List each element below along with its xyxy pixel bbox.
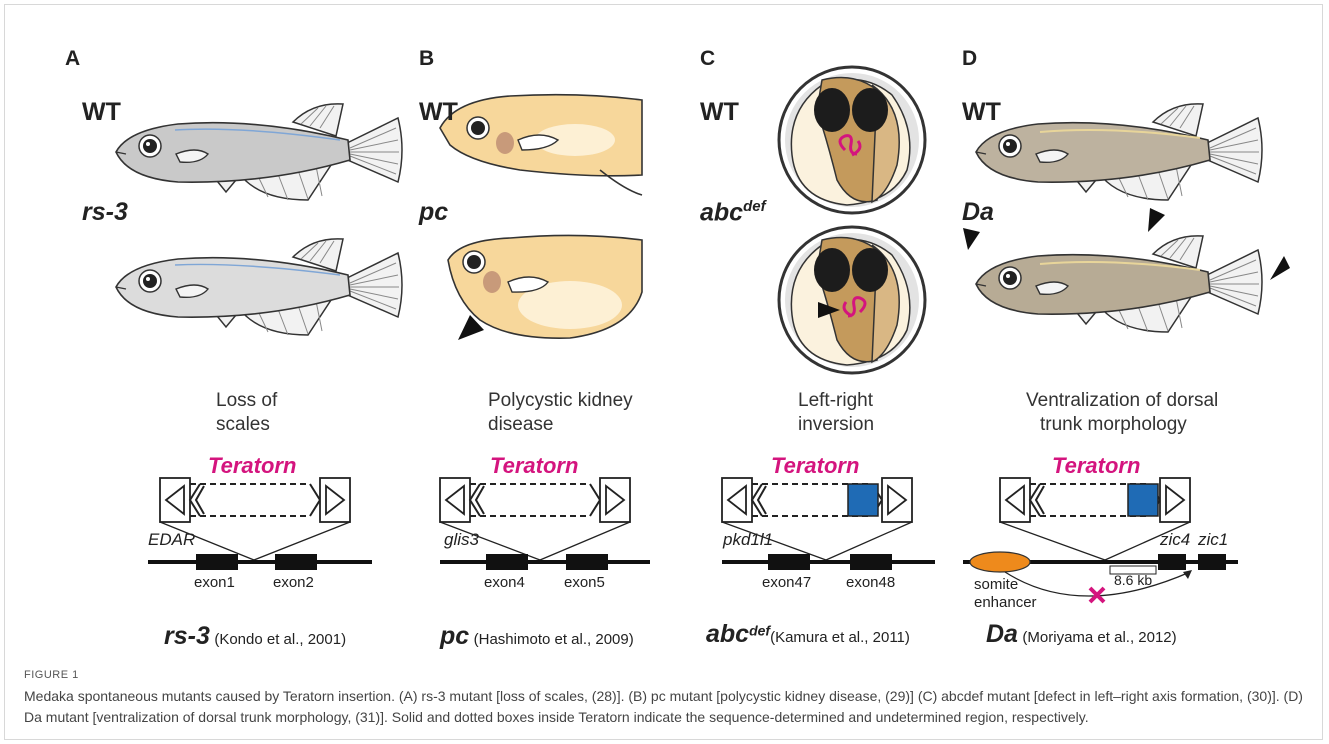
- label-mutant-c: abcdef: [700, 198, 766, 227]
- enhancer-ellipse: [970, 552, 1030, 572]
- exon-label-b1: exon4: [484, 574, 525, 591]
- exon-box: [768, 554, 810, 570]
- label-wt-a: WT: [82, 98, 121, 127]
- teratorn-label-b: Teratorn: [490, 453, 578, 479]
- teratorn-label-a: Teratorn: [208, 453, 296, 479]
- exon-box: [566, 554, 608, 570]
- reference-d: Da (Moriyama et al., 2012): [986, 620, 1177, 649]
- reference-c: abcdef(Kamura et al., 2011): [706, 620, 910, 649]
- label-mutant-a: rs-3: [82, 198, 128, 227]
- distance-label: 8.6 kb: [1114, 572, 1152, 588]
- exon-box: [196, 554, 238, 570]
- panel-letter-b: B: [419, 47, 434, 71]
- panel-letter-d: D: [962, 47, 977, 71]
- arrowhead-icon: [1270, 256, 1290, 280]
- exon-label-a2: exon2: [273, 574, 314, 591]
- medaka-fish-icon: [116, 104, 402, 200]
- medaka-fish-icon: [976, 104, 1262, 200]
- gene-name-b: glis3: [444, 530, 479, 550]
- reference-a: rs-3 (Kondo et al., 2001): [164, 622, 346, 651]
- teratorn-label-c: Teratorn: [771, 453, 859, 479]
- label-mutant-d: Da: [962, 198, 994, 227]
- figure-label: FIGURE 1: [24, 669, 79, 681]
- exon-box: [486, 554, 528, 570]
- exon-label-c2: exon48: [846, 574, 895, 591]
- embryo-icon: [779, 227, 925, 373]
- arrowhead-icon: [963, 228, 980, 250]
- gene-name-a: EDAR: [148, 530, 195, 550]
- teratorn-element: [160, 478, 350, 522]
- embryo-icon: [779, 67, 925, 213]
- determined-region-box: [1128, 484, 1158, 516]
- arrowhead-icon: [1148, 208, 1165, 232]
- teratorn-element: [722, 478, 912, 522]
- exon-label-c1: exon47: [762, 574, 811, 591]
- exon-label-b2: exon5: [564, 574, 605, 591]
- teratorn-element: [440, 478, 630, 522]
- panel-letter-a: A: [65, 47, 80, 71]
- gene-name-d1: zic4: [1160, 530, 1190, 550]
- reference-b: pc (Hashimoto et al., 2009): [440, 622, 634, 651]
- exon-box: [850, 554, 892, 570]
- gene-name-d2: zic1: [1198, 530, 1228, 550]
- label-wt-b: WT: [419, 98, 458, 127]
- determined-region-box: [848, 484, 878, 516]
- teratorn-element: [1000, 478, 1190, 522]
- exon-label-a1: exon1: [194, 574, 235, 591]
- panel-letter-c: C: [700, 47, 715, 71]
- gene-name-c: pkd1l1: [723, 530, 773, 550]
- label-mutant-b: pc: [419, 198, 448, 227]
- teratorn-label-d: Teratorn: [1052, 453, 1140, 479]
- medaka-fish-icon: [116, 239, 402, 335]
- figure-caption: Medaka spontaneous mutants caused by Ter…: [24, 686, 1304, 728]
- label-wt-c: WT: [700, 98, 739, 127]
- exon-box: [275, 554, 317, 570]
- label-wt-d: WT: [962, 98, 1001, 127]
- medaka-fish-icon: [440, 95, 642, 195]
- exon-box: [1198, 554, 1226, 570]
- exon-box: [1158, 554, 1186, 570]
- medaka-fish-icon: [976, 236, 1262, 332]
